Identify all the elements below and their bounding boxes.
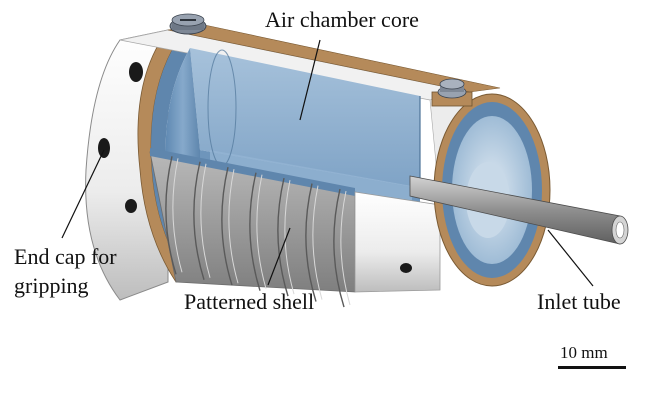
scale-bar-line [558, 366, 626, 369]
shell-rib [277, 177, 289, 297]
grip-hole [98, 138, 110, 158]
leader-end-cap [61, 149, 105, 239]
shell-rib [193, 161, 205, 280]
shell-rib-highlight [200, 163, 211, 278]
leader-air-chamber-core [299, 39, 321, 121]
shell-rib [165, 156, 177, 275]
patterned-shell [149, 148, 356, 293]
label-air-chamber-core: Air chamber core [265, 7, 419, 32]
shell-rib-highlight [312, 185, 323, 300]
label-end-cap-line2: gripping [14, 273, 89, 298]
grip-hole [125, 199, 137, 213]
top-screw-left [169, 13, 207, 35]
leader-inlet-tube [547, 229, 594, 287]
label-end-cap-line1: End cap for [14, 244, 117, 269]
inlet-tube [409, 175, 629, 245]
shell-rib-highlight [340, 190, 351, 306]
shell-rib-highlight [284, 180, 295, 295]
shell-rib [333, 188, 345, 308]
shell-rib-highlight [172, 158, 183, 273]
shell-rib [305, 183, 317, 302]
top-cut-surface [119, 23, 501, 101]
label-inlet-tube: Inlet tube [537, 289, 621, 314]
scale-bar: 10 mm [558, 343, 626, 369]
top-screw-right [431, 78, 473, 107]
right-end-face [433, 93, 551, 287]
shell-rib-highlight [228, 169, 239, 284]
shell-rib [221, 167, 233, 286]
leader-patterned-shell [267, 227, 291, 286]
shell-rib-highlight [256, 174, 267, 289]
grip-hole [129, 62, 143, 82]
label-patterned-shell: Patterned shell [184, 289, 314, 314]
shell-rib [249, 172, 261, 291]
scale-bar-label: 10 mm [560, 343, 608, 362]
shell-ribs [165, 156, 351, 308]
leader-lines [61, 39, 594, 287]
grip-hole [400, 263, 412, 273]
